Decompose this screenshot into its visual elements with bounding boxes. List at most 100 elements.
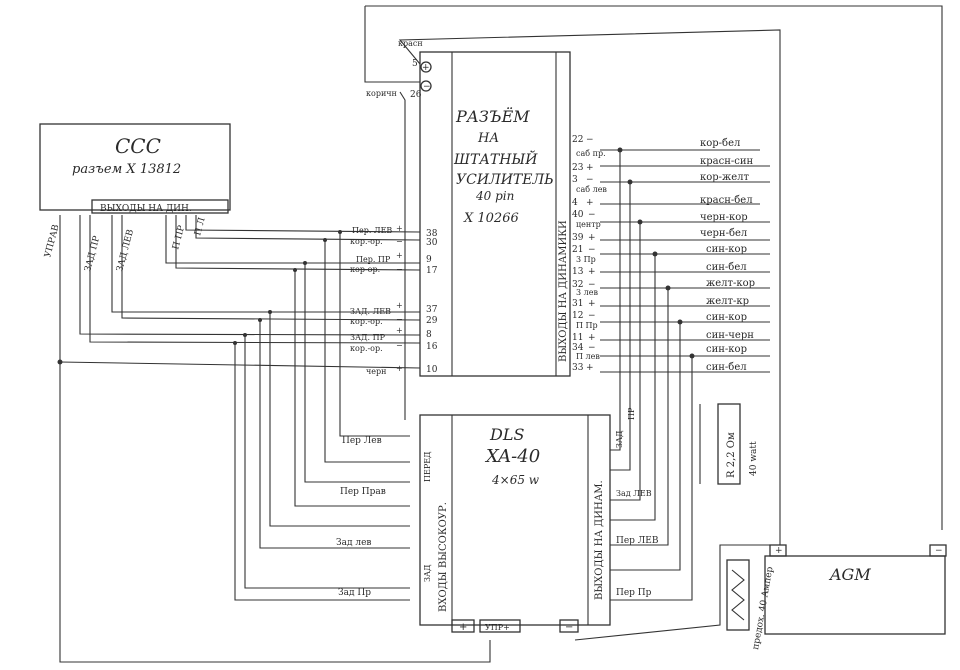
left-pin-37-name: ЗАД. ЛЕВ bbox=[350, 307, 391, 316]
dls-output-labels: Зад ЛЕВ Пер ЛЕВ Пер Пр bbox=[616, 489, 659, 598]
pin-26-wire: коричн bbox=[366, 89, 397, 98]
wire-color-0: кор-бел bbox=[700, 138, 740, 149]
wire-color-9: желт-кор bbox=[706, 278, 755, 289]
amp-code: X 10266 bbox=[463, 211, 519, 226]
left-pin-29: 29 bbox=[426, 316, 438, 326]
right-pin-13-name: П лев bbox=[576, 352, 600, 361]
resistor-label: R 2,2 Ом bbox=[726, 432, 737, 478]
right-pin-2-num: 23 bbox=[572, 163, 584, 173]
wire-color-7: син-кор bbox=[706, 244, 747, 255]
pin-5-num: 5 bbox=[412, 59, 418, 69]
battery-minus: − bbox=[935, 546, 943, 556]
right-pin-6-num: 39 bbox=[572, 233, 584, 243]
left-pin-38-name: Пер. ЛЕВ bbox=[352, 226, 392, 235]
left-pin-10: 10 bbox=[426, 365, 438, 375]
power-wires bbox=[59, 5, 943, 663]
amp-title-3: УСИЛИТЕЛЬ bbox=[456, 172, 554, 188]
dls-power: 4×65 w bbox=[491, 473, 540, 487]
right-pin-13-sign: − bbox=[588, 343, 596, 353]
left-pin-9: 9 bbox=[426, 255, 432, 265]
right-pin-6-sign: + bbox=[588, 233, 596, 243]
ccc-tap-labels: УПРАВ ЗАД ПР ЗАД ЛЕВ П ПР П Л bbox=[43, 216, 208, 273]
right-pin-0-sign: − bbox=[586, 135, 594, 145]
pin-5-sign: + bbox=[422, 63, 430, 73]
dls-out-2: Пер Пр bbox=[616, 588, 652, 598]
left-pin-17-sign: − bbox=[396, 265, 403, 274]
dls-in-2: Зад лев bbox=[336, 538, 372, 548]
dls-model: XA-40 bbox=[484, 446, 540, 467]
right-pin-1-name: саб пр. bbox=[576, 149, 606, 158]
dls-term-minus: − bbox=[565, 622, 573, 633]
wire-color-4: красн-бел bbox=[700, 195, 753, 206]
left-pin-37: 37 bbox=[426, 305, 438, 315]
right-pin-14-num: 33 bbox=[572, 363, 584, 373]
dls-in-3: Зад Пр bbox=[338, 588, 371, 598]
right-pin-9-name: 3 лев bbox=[576, 288, 598, 297]
dls-in-0: Пер Лев bbox=[342, 436, 382, 446]
wire-color-14: син-бел bbox=[706, 362, 747, 373]
dls-title: DLS bbox=[489, 425, 524, 444]
amp-connector-box: РАЗЪЁМ НА ШТАТНЫЙ УСИЛИТЕЛЬ 40 pin X 102… bbox=[419, 51, 571, 377]
pin-5-wire: красн bbox=[398, 39, 423, 48]
wire-color-10: желт-кр bbox=[706, 296, 749, 307]
wire-color-5: черн-кор bbox=[700, 212, 748, 223]
left-pin-8-name: ЗАД. ПР bbox=[350, 333, 386, 342]
fuse: предох. 40 Ампер bbox=[726, 559, 776, 651]
left-pin-30-sign: − bbox=[396, 237, 403, 246]
left-pin-37-sign: + bbox=[396, 301, 403, 310]
dls-term-remote: УПР+ bbox=[485, 623, 510, 632]
right-pin-10-num: 31 bbox=[572, 299, 583, 309]
left-pin-9-sign: + bbox=[396, 251, 403, 260]
ccc-title: CCC bbox=[115, 134, 161, 158]
right-pin-2-sign: + bbox=[586, 163, 594, 173]
left-pin-9-color: кор-ор. bbox=[350, 265, 380, 274]
amp-title-0: РАЗЪЁМ bbox=[455, 106, 530, 126]
dls-tag-rear: ЗАД bbox=[423, 564, 432, 582]
right-pin-3-name: саб лев bbox=[576, 185, 607, 194]
dls-inputs-label: ВХОДЫ ВЫСОКОУР. bbox=[438, 502, 449, 612]
wire-color-6: черн-бел bbox=[700, 228, 747, 239]
agm-battery: + − AGM bbox=[764, 544, 947, 635]
dls-tag-front: ПЕРЕД bbox=[423, 451, 432, 482]
right-pin-10-sign: + bbox=[588, 299, 596, 309]
left-pin-17: 17 bbox=[426, 266, 438, 276]
right-pin-5-name: центр bbox=[576, 220, 601, 229]
pin-26-num: 26 bbox=[410, 90, 422, 100]
right-pin-8-num: 13 bbox=[572, 267, 584, 277]
ccc-outputs-label: ВЫХОДЫ НА ДИН. bbox=[100, 204, 192, 214]
ccc-tap-zad-lev: ЗАД ЛЕВ bbox=[115, 228, 136, 273]
right-pin-13-num: 34 bbox=[572, 343, 584, 353]
right-pin-11-num: 12 bbox=[572, 311, 583, 321]
wire-color-11: син-кор bbox=[706, 312, 747, 323]
left-pin-10-color: черн bbox=[366, 367, 386, 376]
battery-label: AGM bbox=[828, 565, 871, 584]
resistor-watts: 40 watt bbox=[749, 441, 759, 476]
resistor: R 2,2 Ом 40 watt bbox=[699, 403, 759, 485]
dls-amp-box: DLS XA-40 4×65 w ВХОДЫ ВЫСОКОУР. ВЫХОДЫ … bbox=[419, 407, 636, 626]
amp-title-1: НА bbox=[477, 131, 499, 146]
wire-color-1: красн-син bbox=[700, 156, 754, 167]
dls-input-wires bbox=[233, 230, 410, 601]
left-pin-38-sign: + bbox=[396, 224, 403, 233]
right-pin-8-sign: + bbox=[588, 267, 596, 277]
right-pin-3-num: 3 bbox=[572, 175, 578, 185]
right-pin-9-sign: − bbox=[588, 280, 596, 290]
ccc-signal-wires bbox=[57, 215, 421, 369]
right-pin-5-num: 40 bbox=[572, 210, 584, 220]
right-pin-7-num: 21 bbox=[572, 245, 583, 255]
amp-title-4: 40 pin bbox=[475, 189, 514, 203]
amp-top-pins: красн 5 + коричн 26 − bbox=[366, 39, 432, 100]
right-pin-7-name: 3 Пр bbox=[576, 255, 596, 264]
right-pin-12-num: 11 bbox=[572, 333, 583, 343]
dls-term-plus: + bbox=[459, 622, 467, 633]
right-pin-5-sign: − bbox=[588, 210, 596, 220]
battery-plus: + bbox=[775, 546, 783, 556]
pin-26-sign: − bbox=[423, 82, 431, 92]
fuse-label: предох. 40 Ампер bbox=[751, 566, 775, 651]
ccc-tap-upr: УПРАВ bbox=[43, 223, 62, 259]
left-pin-37-color: кор.-ор. bbox=[350, 317, 383, 326]
ccc-subtitle: разъем X 13812 bbox=[72, 162, 181, 177]
wire-color-12: син-черн bbox=[706, 330, 754, 341]
right-pin-11-sign: − bbox=[588, 311, 596, 321]
wire-color-2: кор-желт bbox=[700, 172, 750, 183]
